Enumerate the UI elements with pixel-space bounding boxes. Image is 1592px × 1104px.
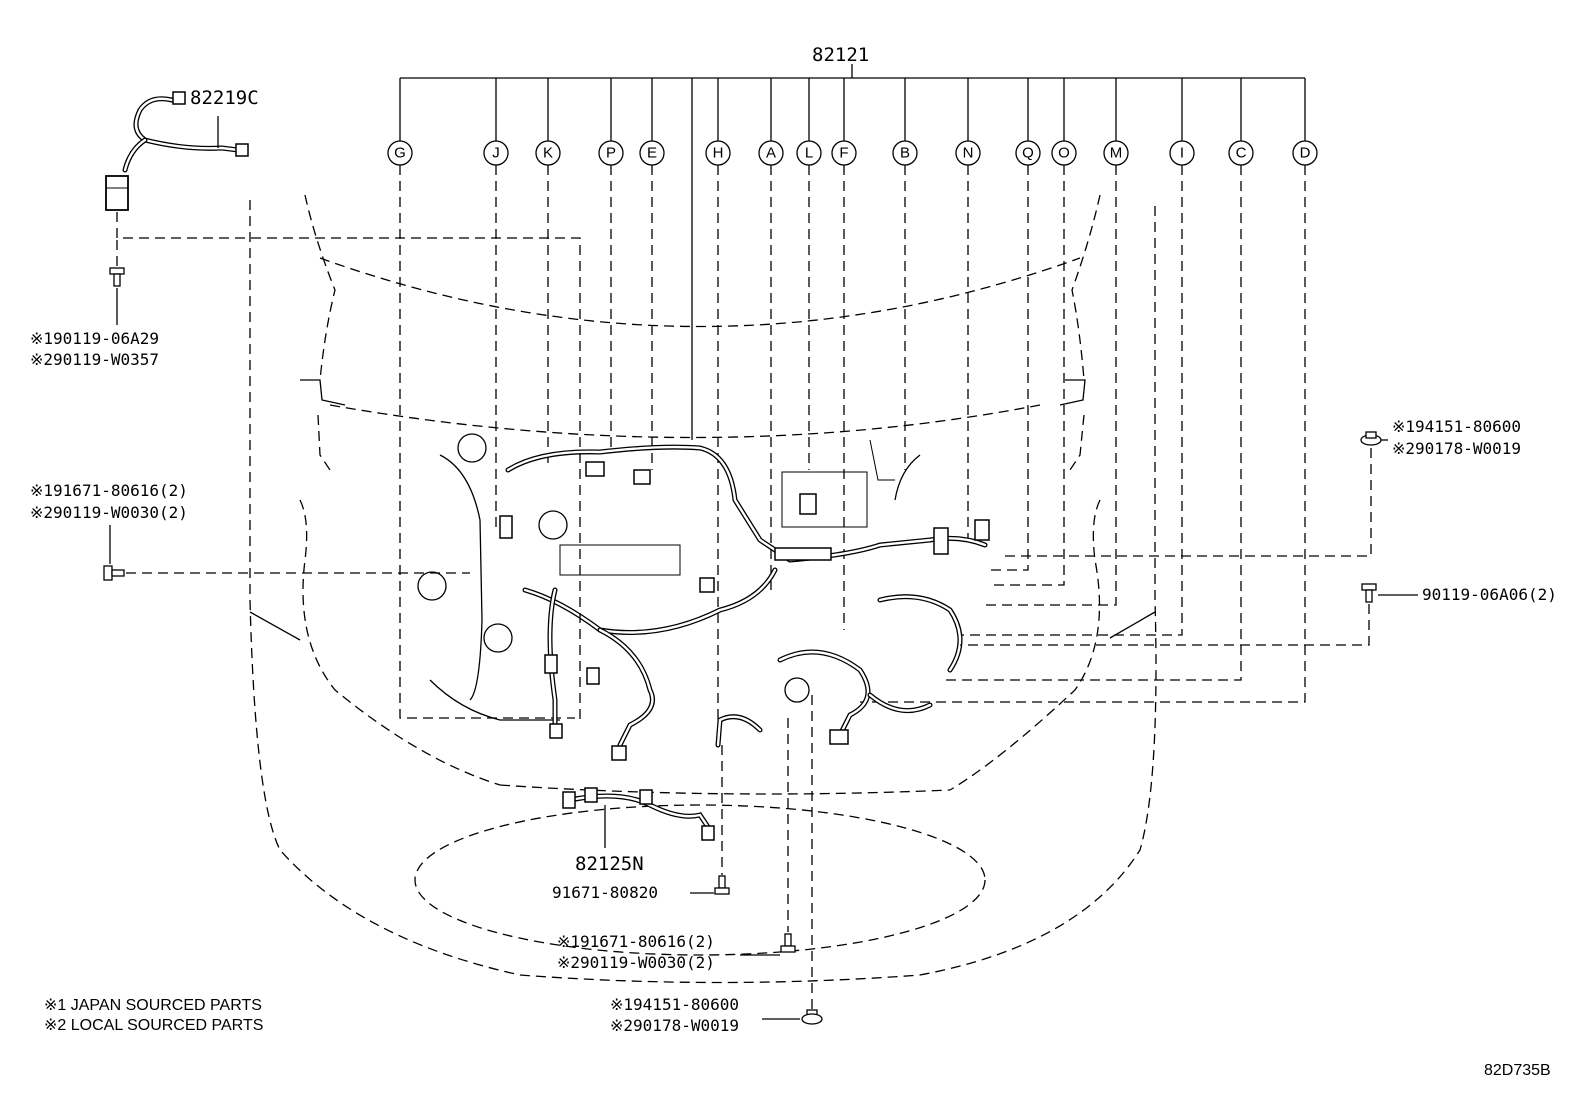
vehicle-body-outline — [249, 194, 1157, 984]
svg-text:J: J — [492, 145, 500, 162]
nut-label-bottom-1: ※194151-80600 — [610, 995, 739, 1014]
sub-harness-82125n — [562, 787, 715, 848]
connector-callout-l: L — [796, 140, 822, 166]
diagram-code: 82D735B — [1484, 1062, 1551, 1079]
nut-label-right-2: ※290178-W0019 — [1392, 439, 1521, 458]
connector-callout-c: C — [1228, 140, 1254, 166]
svg-text:D: D — [1300, 145, 1311, 162]
bolt-label-left-2: ※290119-W0030(2) — [30, 503, 188, 522]
connector-callout-i: I — [1169, 140, 1195, 166]
nut-label-bottom-2: ※290178-W0019 — [610, 1016, 739, 1035]
svg-text:K: K — [543, 145, 553, 162]
bolt-icon-left — [103, 525, 470, 581]
main-part-number: 82121 — [812, 44, 869, 66]
svg-text:C: C — [1236, 145, 1247, 162]
bolt-label-bottom-center: 91671-80820 — [552, 883, 658, 902]
main-part-bracket — [400, 64, 1305, 79]
svg-text:P: P — [606, 145, 616, 162]
note-local-sourced: ※2 LOCAL SOURCED PARTS — [44, 1017, 263, 1034]
svg-text:H: H — [713, 145, 724, 162]
note-japan-sourced: ※1 JAPAN SOURCED PARTS — [44, 997, 262, 1014]
part-label-82125n: 82125N — [575, 853, 644, 875]
svg-text:B: B — [900, 145, 910, 162]
svg-text:Q: Q — [1022, 145, 1034, 162]
bolt-icon-bottom — [740, 718, 796, 956]
bolt-label-bottom-2: ※290119-W0030(2) — [557, 953, 715, 972]
svg-text:F: F — [839, 145, 848, 162]
connector-callout-k: K — [535, 140, 561, 166]
bolt-icon-bottom-center — [690, 745, 730, 895]
svg-text:O: O — [1058, 145, 1070, 162]
connector-callout-e: E — [639, 140, 665, 166]
sub-harness-82219c — [105, 91, 249, 211]
connector-callout-b: B — [892, 140, 918, 166]
bolt-icon-right — [960, 583, 1418, 646]
nut-icon-bottom — [762, 695, 823, 1025]
nut-icon-right — [1000, 431, 1388, 557]
svg-text:A: A — [766, 145, 776, 162]
connector-callout-h: H — [705, 140, 731, 166]
callout-leaders — [399, 78, 1306, 440]
leader-82219c — [116, 212, 581, 720]
connector-callout-f: F — [831, 140, 857, 166]
svg-text:E: E — [647, 145, 657, 162]
svg-text:N: N — [963, 145, 974, 162]
connector-callout-q: Q — [1015, 140, 1041, 166]
connector-callout-d: D — [1292, 140, 1318, 166]
connector-callout-n: N — [955, 140, 981, 166]
bolt-label-bottom-1: ※191671-80616(2) — [557, 932, 715, 951]
vehicle-solid-details — [249, 379, 1156, 721]
svg-text:G: G — [394, 145, 406, 162]
svg-text:I: I — [1180, 145, 1184, 162]
bolt-label-upper-left-1: ※190119-06A29 — [30, 329, 159, 348]
svg-text:M: M — [1110, 145, 1123, 162]
connector-callout-o: O — [1051, 140, 1077, 166]
part-label-82219c: 82219C — [190, 87, 259, 109]
bolt-icon-upper-left — [109, 240, 125, 325]
engine-wire-harness — [499, 444, 990, 761]
connector-callout-a: A — [758, 140, 784, 166]
connector-callout-j: J — [483, 140, 509, 166]
connector-callout-m: M — [1103, 140, 1129, 166]
bolt-label-upper-left-2: ※290119-W0357 — [30, 350, 159, 369]
nut-label-right-1: ※194151-80600 — [1392, 417, 1521, 436]
svg-text:L: L — [805, 145, 813, 162]
connector-callout-p: P — [598, 140, 624, 166]
connector-callout-g: G — [387, 140, 413, 166]
dashed-leaders — [399, 165, 1306, 740]
bolt-label-left-1: ※191671-80616(2) — [30, 481, 188, 500]
bolt-label-right: 90119-06A06(2) — [1422, 585, 1557, 604]
